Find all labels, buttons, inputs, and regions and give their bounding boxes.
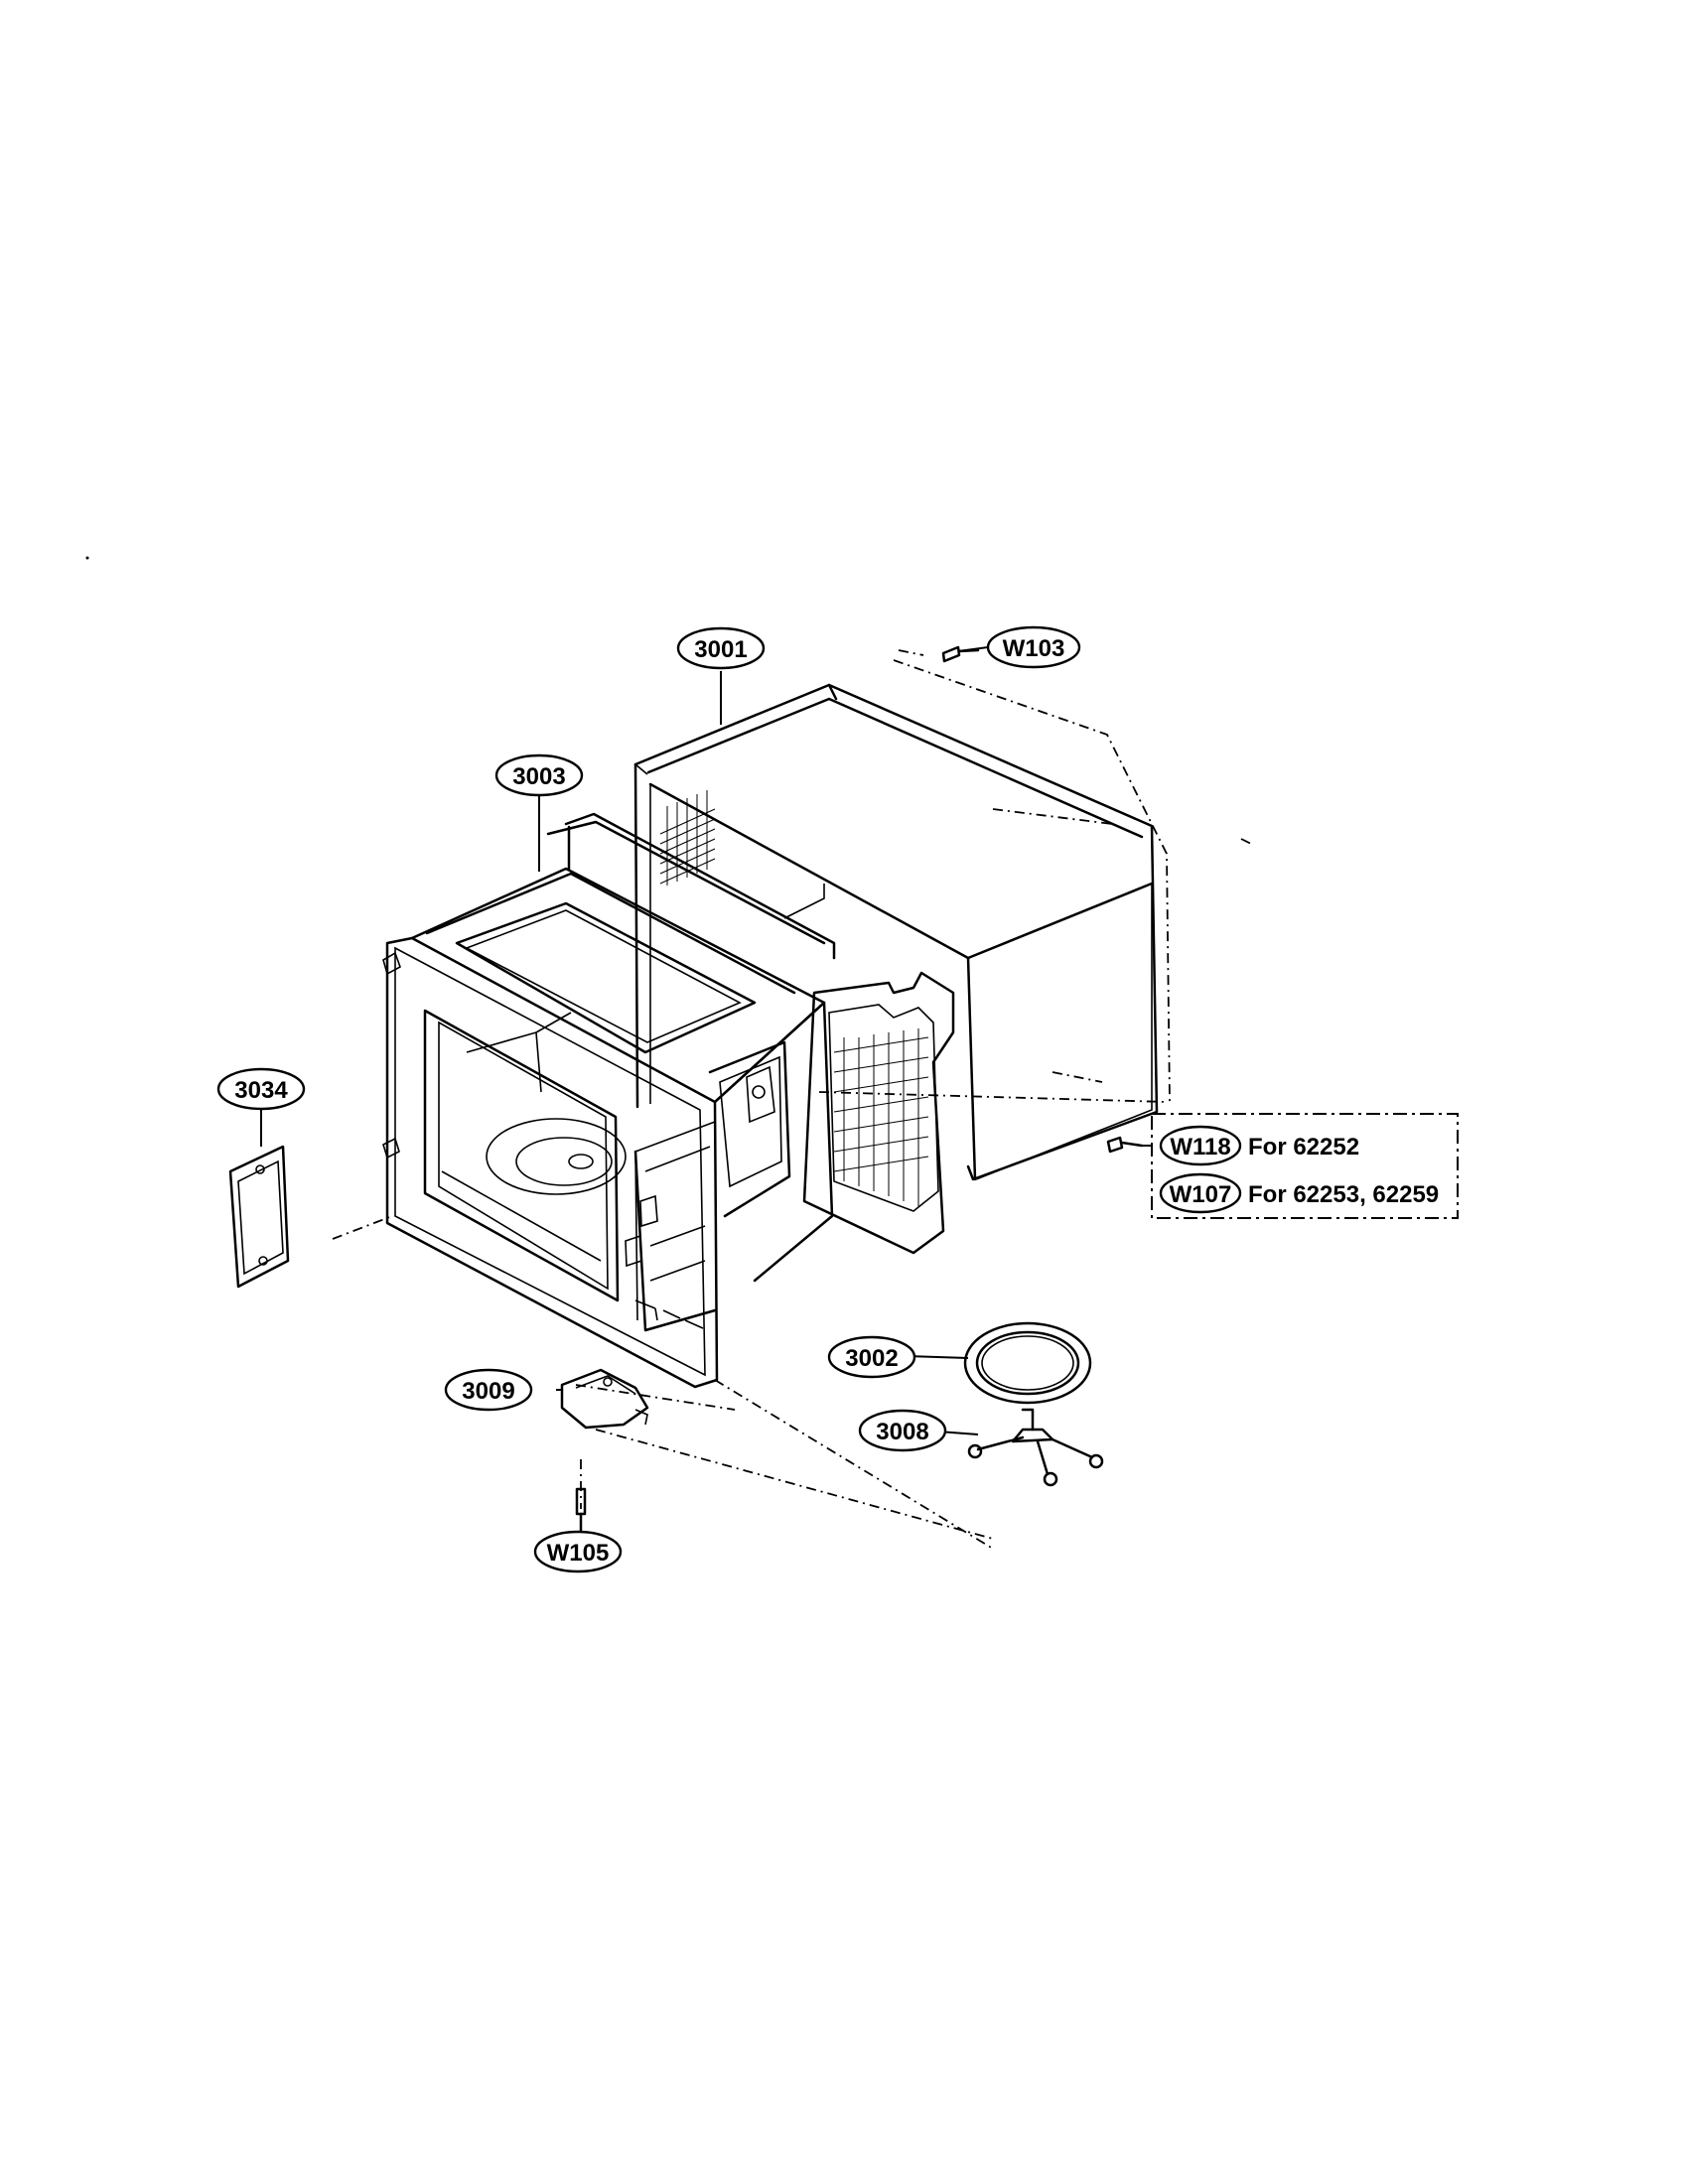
callout-3008: 3008 [858, 1409, 947, 1452]
callout-w118: W118 For 62252 [1159, 1125, 1359, 1166]
w107-note: For 62253, 62259 [1248, 1181, 1439, 1208]
callout-3034: 3034 [216, 1067, 306, 1111]
roller-ring-3008 [967, 1408, 1104, 1487]
waveguide-cover-3034 [228, 1145, 290, 1289]
cabinet-vent-grille [659, 790, 716, 886]
glass-tray-3002 [963, 1321, 1092, 1405]
rear-panel [802, 971, 955, 1255]
callout-3003-label: 3003 [512, 763, 565, 790]
callout-w107-label: W107 [1170, 1181, 1232, 1208]
callout-w103-label: W103 [1003, 635, 1065, 662]
inner-cavity-3003 [382, 812, 836, 1389]
callout-3008-label: 3008 [876, 1419, 928, 1445]
callout-3034-label: 3034 [234, 1077, 288, 1104]
callout-3009-label: 3009 [462, 1378, 514, 1405]
callout-w103: W103 [986, 625, 1081, 669]
callout-w118-label: W118 [1170, 1134, 1230, 1160]
turntable-motor-3009 [560, 1368, 649, 1430]
callout-3009: 3009 [444, 1368, 533, 1412]
callout-3003: 3003 [494, 753, 584, 797]
variant-note-box: W118 For 62252 W107 For 62253, 62259 [1151, 1113, 1459, 1219]
callouts: 3001 3003 3034 W103 3009 W105 3002 3008 [216, 625, 1152, 1573]
callout-3001-label: 3001 [694, 636, 747, 663]
callout-w107: W107 For 62253, 62259 [1159, 1172, 1439, 1214]
outer-cabinet-3001 [633, 683, 1159, 1181]
callout-3002: 3002 [827, 1335, 916, 1379]
scan-speck [85, 556, 89, 560]
callout-w105: W105 [533, 1530, 623, 1573]
callout-w105-label: W105 [547, 1540, 610, 1567]
screw-w118 [1106, 1136, 1144, 1154]
callout-3002-label: 3002 [845, 1345, 898, 1372]
w118-note: For 62252 [1248, 1134, 1359, 1160]
callout-3001: 3001 [676, 626, 766, 670]
assembly-lines [332, 649, 1252, 1550]
